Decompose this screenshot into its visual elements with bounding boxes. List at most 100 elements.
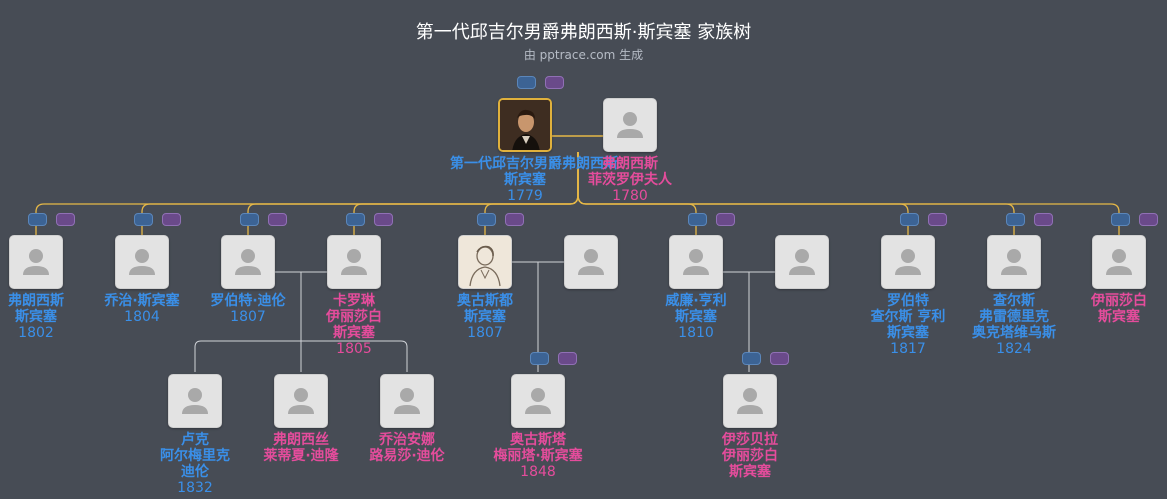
birth-year: 1804 [124,309,160,325]
person-name-line: 第一代邱吉尔男爵弗朗西斯 [450,156,618,172]
person-photo[interactable] [380,374,434,428]
person-photo[interactable] [881,235,935,289]
person-photo[interactable] [564,235,618,289]
person-name-line: 伊丽莎白 [326,309,382,325]
person-name-line: 卢克 [181,432,209,448]
expand-parents-button[interactable] [134,213,153,226]
person-name-line: 弗朗西丝 [273,432,329,448]
person-placeholder-icon [789,249,815,275]
expand-spouse-button[interactable] [162,213,181,226]
person-photo[interactable] [511,374,565,428]
expand-spouse-button[interactable] [716,213,735,226]
person-photo[interactable] [458,235,512,289]
person-name-line: 伊丽莎白 [722,448,778,464]
person-name: 伊莎贝拉伊丽莎白斯宾塞 [675,432,825,480]
expand-spouse-button[interactable] [928,213,947,226]
person-photo[interactable] [498,98,552,152]
expand-parents-button[interactable] [28,213,47,226]
person-name-line: 斯宾塞 [729,464,771,480]
person-placeholder-icon [23,249,49,275]
person-placeholder-icon [683,249,709,275]
person-name: 伊丽莎白斯宾塞 [1044,293,1167,325]
person-photo[interactable] [221,235,275,289]
person-name: 乔治安娜路易莎·迪伦 [332,432,482,464]
birth-year: 1807 [467,325,503,341]
person-photo[interactable] [669,235,723,289]
person-photo[interactable] [327,235,381,289]
expand-spouse-button[interactable] [56,213,75,226]
person-name-line: 弗朗西斯 [8,293,64,309]
person-photo[interactable] [168,374,222,428]
person-photo[interactable] [775,235,829,289]
person-placeholder-icon [394,388,420,414]
person-placeholder-icon [1001,249,1027,275]
person-name-line: 斯宾塞 [1098,309,1140,325]
expand-parents-button[interactable] [688,213,707,226]
person-placeholder-icon [578,249,604,275]
birth-year: 1824 [996,341,1032,357]
person-photo[interactable] [9,235,63,289]
person-name-line: 梅丽塔·斯宾塞 [493,448,583,464]
expand-spouse-button[interactable] [374,213,393,226]
person-name-line: 查尔斯 [993,293,1035,309]
person-photo[interactable] [987,235,1041,289]
expand-parents-button[interactable] [742,352,761,365]
person-photo[interactable] [274,374,328,428]
person-placeholder-icon [895,249,921,275]
birth-year: 1802 [18,325,54,341]
person-name-line: 斯宾塞 [15,309,57,325]
person-name-line: 弗雷德里克 [979,309,1049,325]
birth-year: 1807 [230,309,266,325]
person-name-line: 卡罗琳 [333,293,375,309]
person-placeholder-icon [341,249,367,275]
person-name-line: 乔治·斯宾塞 [104,293,180,309]
birth-year: 1780 [612,188,648,204]
person-name-line: 奥古斯塔 [510,432,566,448]
birth-year: 1817 [890,341,926,357]
expand-parents-button[interactable] [1006,213,1025,226]
expand-parents-button[interactable] [1111,213,1130,226]
parent-child-link [301,340,408,372]
expand-parents-button[interactable] [900,213,919,226]
expand-spouse-button[interactable] [1034,213,1053,226]
expand-parents-button[interactable] [477,213,496,226]
parent-child-link [577,152,1120,235]
person-name: 弗朗西丝莱蒂夏·迪隆 [226,432,376,464]
birth-year: 1805 [336,341,372,357]
expand-parents-button[interactable] [517,76,536,89]
person-placeholder-icon [737,388,763,414]
person-name-line: 弗朗西斯 [602,156,658,172]
page-title: 第一代邱吉尔男爵弗朗西斯·斯宾塞 家族树 [415,22,752,43]
person-photo[interactable] [1092,235,1146,289]
expand-spouse-button[interactable] [545,76,564,89]
expand-parents-button[interactable] [346,213,365,226]
expand-parents-button[interactable] [530,352,549,365]
person-photo[interactable] [603,98,657,152]
expand-parents-button[interactable] [240,213,259,226]
person-name-line: 斯宾塞 [675,309,717,325]
birth-year: 1810 [678,325,714,341]
expand-spouse-button[interactable] [268,213,287,226]
person-name-line: 奥古斯都 [457,293,513,309]
expand-spouse-button[interactable] [558,352,577,365]
person-name-line: 查尔斯 亨利 [870,309,946,325]
birth-year: 1832 [177,480,213,496]
person-name-line: 斯宾塞 [504,172,546,188]
person-photo[interactable] [115,235,169,289]
birth-year: 1779 [507,188,543,204]
expand-spouse-button[interactable] [505,213,524,226]
person-name-line: 莱蒂夏·迪隆 [263,448,339,464]
person-name-line: 乔治安娜 [379,432,435,448]
person-photo[interactable] [723,374,777,428]
expand-spouse-button[interactable] [1139,213,1158,226]
person-placeholder-icon [235,249,261,275]
expand-spouse-button[interactable] [770,352,789,365]
person-name-line: 路易莎·迪伦 [369,448,445,464]
person-name-line: 罗伯特·迪伦 [210,293,286,309]
